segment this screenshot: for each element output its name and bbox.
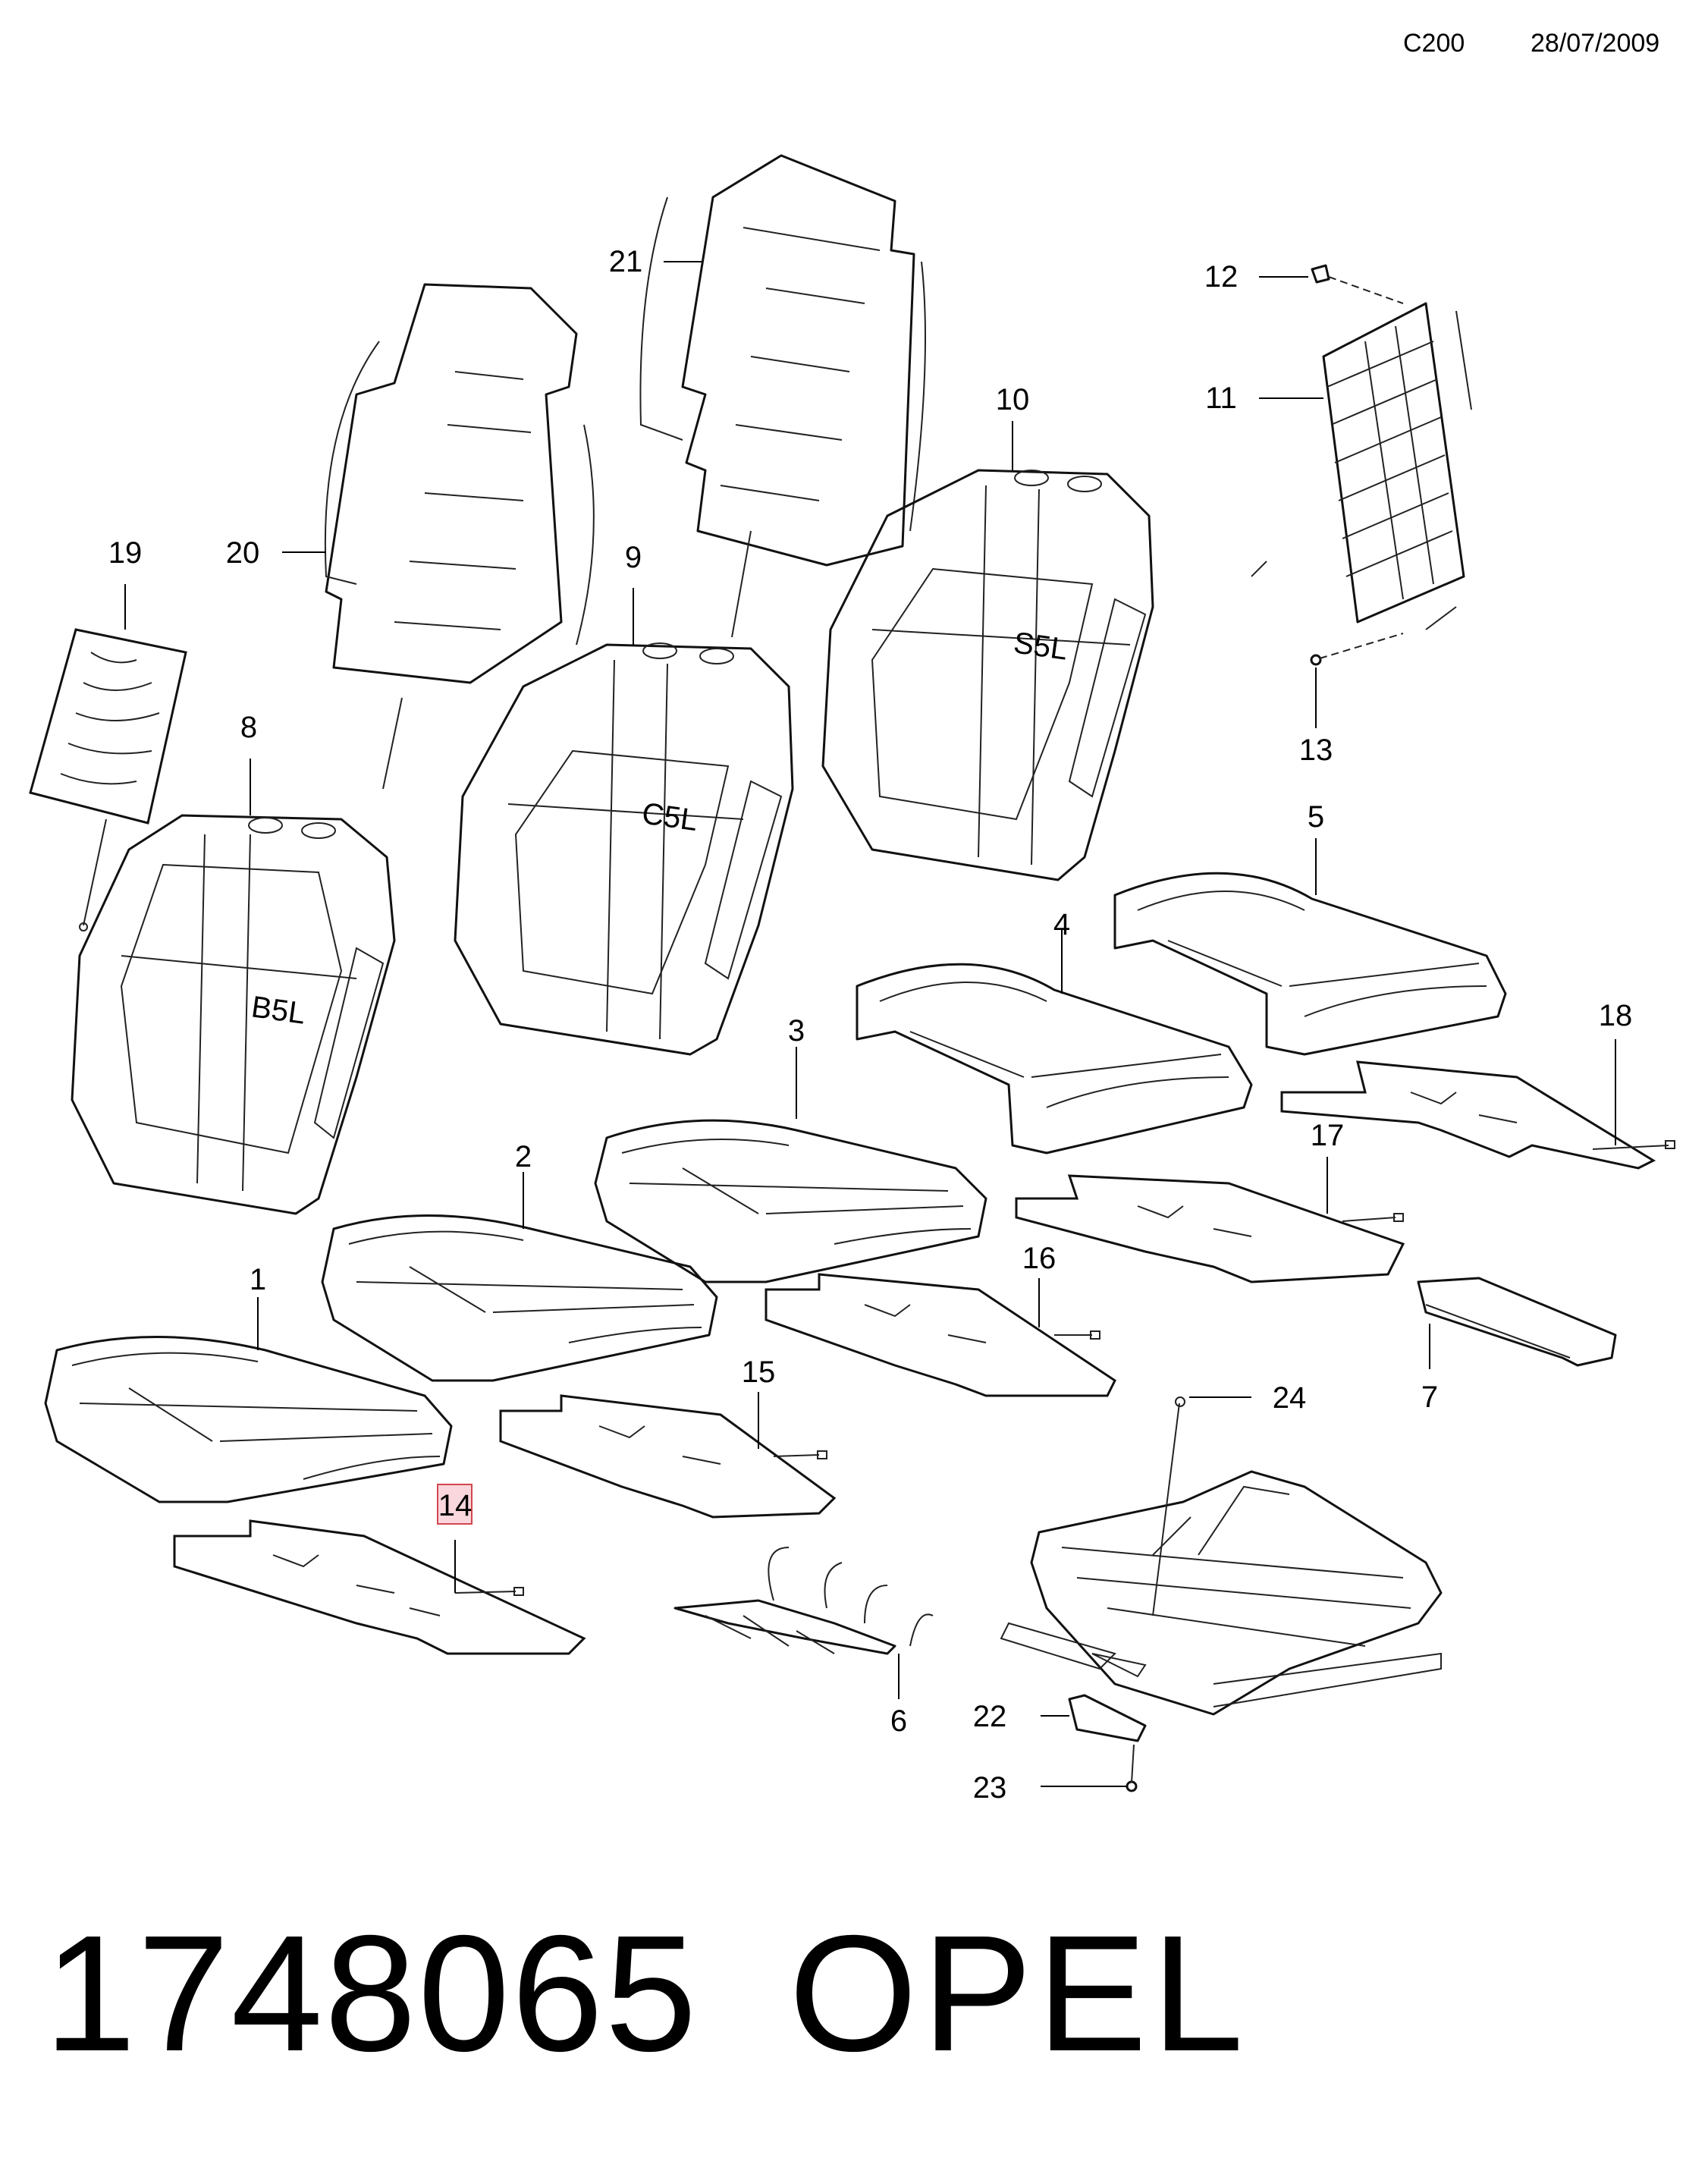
callout-2[interactable]: 2 [515,1140,532,1173]
part-19-heating-mat[interactable] [29,628,187,931]
part-20-backrest-pad[interactable] [324,283,595,790]
part-10-backrest-cover[interactable]: S5L [821,469,1154,881]
callout-17[interactable]: 17 [1311,1119,1345,1152]
callout-3[interactable]: 3 [788,1014,805,1048]
callout-9[interactable]: 9 [625,541,642,574]
callout-7[interactable]: 7 [1421,1381,1438,1414]
callout-8[interactable]: 8 [240,711,257,744]
callout-21[interactable]: 21 [609,245,643,278]
callout-18[interactable]: 18 [1599,999,1633,1032]
callout-10[interactable]: 10 [996,383,1030,416]
callout-14[interactable]: 14 [438,1489,473,1522]
part-9-backrest-cover[interactable]: C5L [454,642,794,1056]
callout-4[interactable]: 4 [1053,908,1070,941]
callout-14-highlight [437,1484,473,1525]
part-22-bracket[interactable] [1068,1653,1147,1742]
part-17-heater-pad[interactable] [1015,1174,1405,1283]
callout-12[interactable]: 12 [1204,260,1239,294]
part-23-bolt[interactable] [1126,1744,1138,1792]
callout-23[interactable]: 23 [973,1771,1007,1805]
leader-lines [124,261,1616,1787]
callout-6[interactable]: 6 [890,1704,907,1738]
callout-16[interactable]: 16 [1022,1242,1057,1275]
part-15-heater-pad[interactable] [499,1394,837,1519]
part-6-wiring-harness[interactable] [673,1547,934,1655]
part-number: 1748065 [44,1902,699,2086]
part-21-backrest-insert[interactable] [639,154,926,638]
callout-13[interactable]: 13 [1299,734,1333,767]
part-18-heater-pad[interactable] [1280,1060,1675,1170]
part-14-heater-pad[interactable] [173,1519,586,1655]
part-7-cushion-extension[interactable] [1417,1277,1617,1367]
callout-5[interactable]: 5 [1308,800,1324,834]
callout-1[interactable]: 1 [250,1263,266,1296]
diagram-date: 28/07/2009 [1531,29,1660,58]
brand-name: OPEL [789,1902,1248,2086]
seat-marking-b5l: B5L [250,990,308,1030]
part-2-seat-cushion[interactable] [321,1214,718,1382]
seat-marking-s5l: S5L [1012,626,1070,666]
part-12-clip[interactable] [1311,264,1404,304]
part-4-cushion-frame[interactable] [856,963,1253,1154]
callout-15[interactable]: 15 [742,1356,776,1389]
seat-marking-c5l: C5L [640,796,700,837]
callout-24[interactable]: 24 [1273,1381,1307,1415]
callout-19[interactable]: 19 [108,536,143,570]
callout-11[interactable]: 11 [1205,382,1237,415]
part-16-heater-pad[interactable] [765,1273,1116,1397]
callout-20[interactable]: 20 [226,536,260,570]
diagram-code: C200 [1403,29,1465,58]
part-11-spring-mat[interactable] [1251,302,1472,630]
part-5-cushion-frame[interactable] [1113,872,1507,1056]
part-13-clip[interactable] [1310,633,1404,666]
part-8-backrest-cover[interactable]: B5L [71,814,396,1215]
seat-frame-adjuster[interactable] [1000,1396,1443,1716]
part-3-seat-cushion[interactable] [594,1119,987,1283]
part-1-seat-cover[interactable] [44,1336,453,1503]
callout-22[interactable]: 22 [973,1700,1007,1733]
